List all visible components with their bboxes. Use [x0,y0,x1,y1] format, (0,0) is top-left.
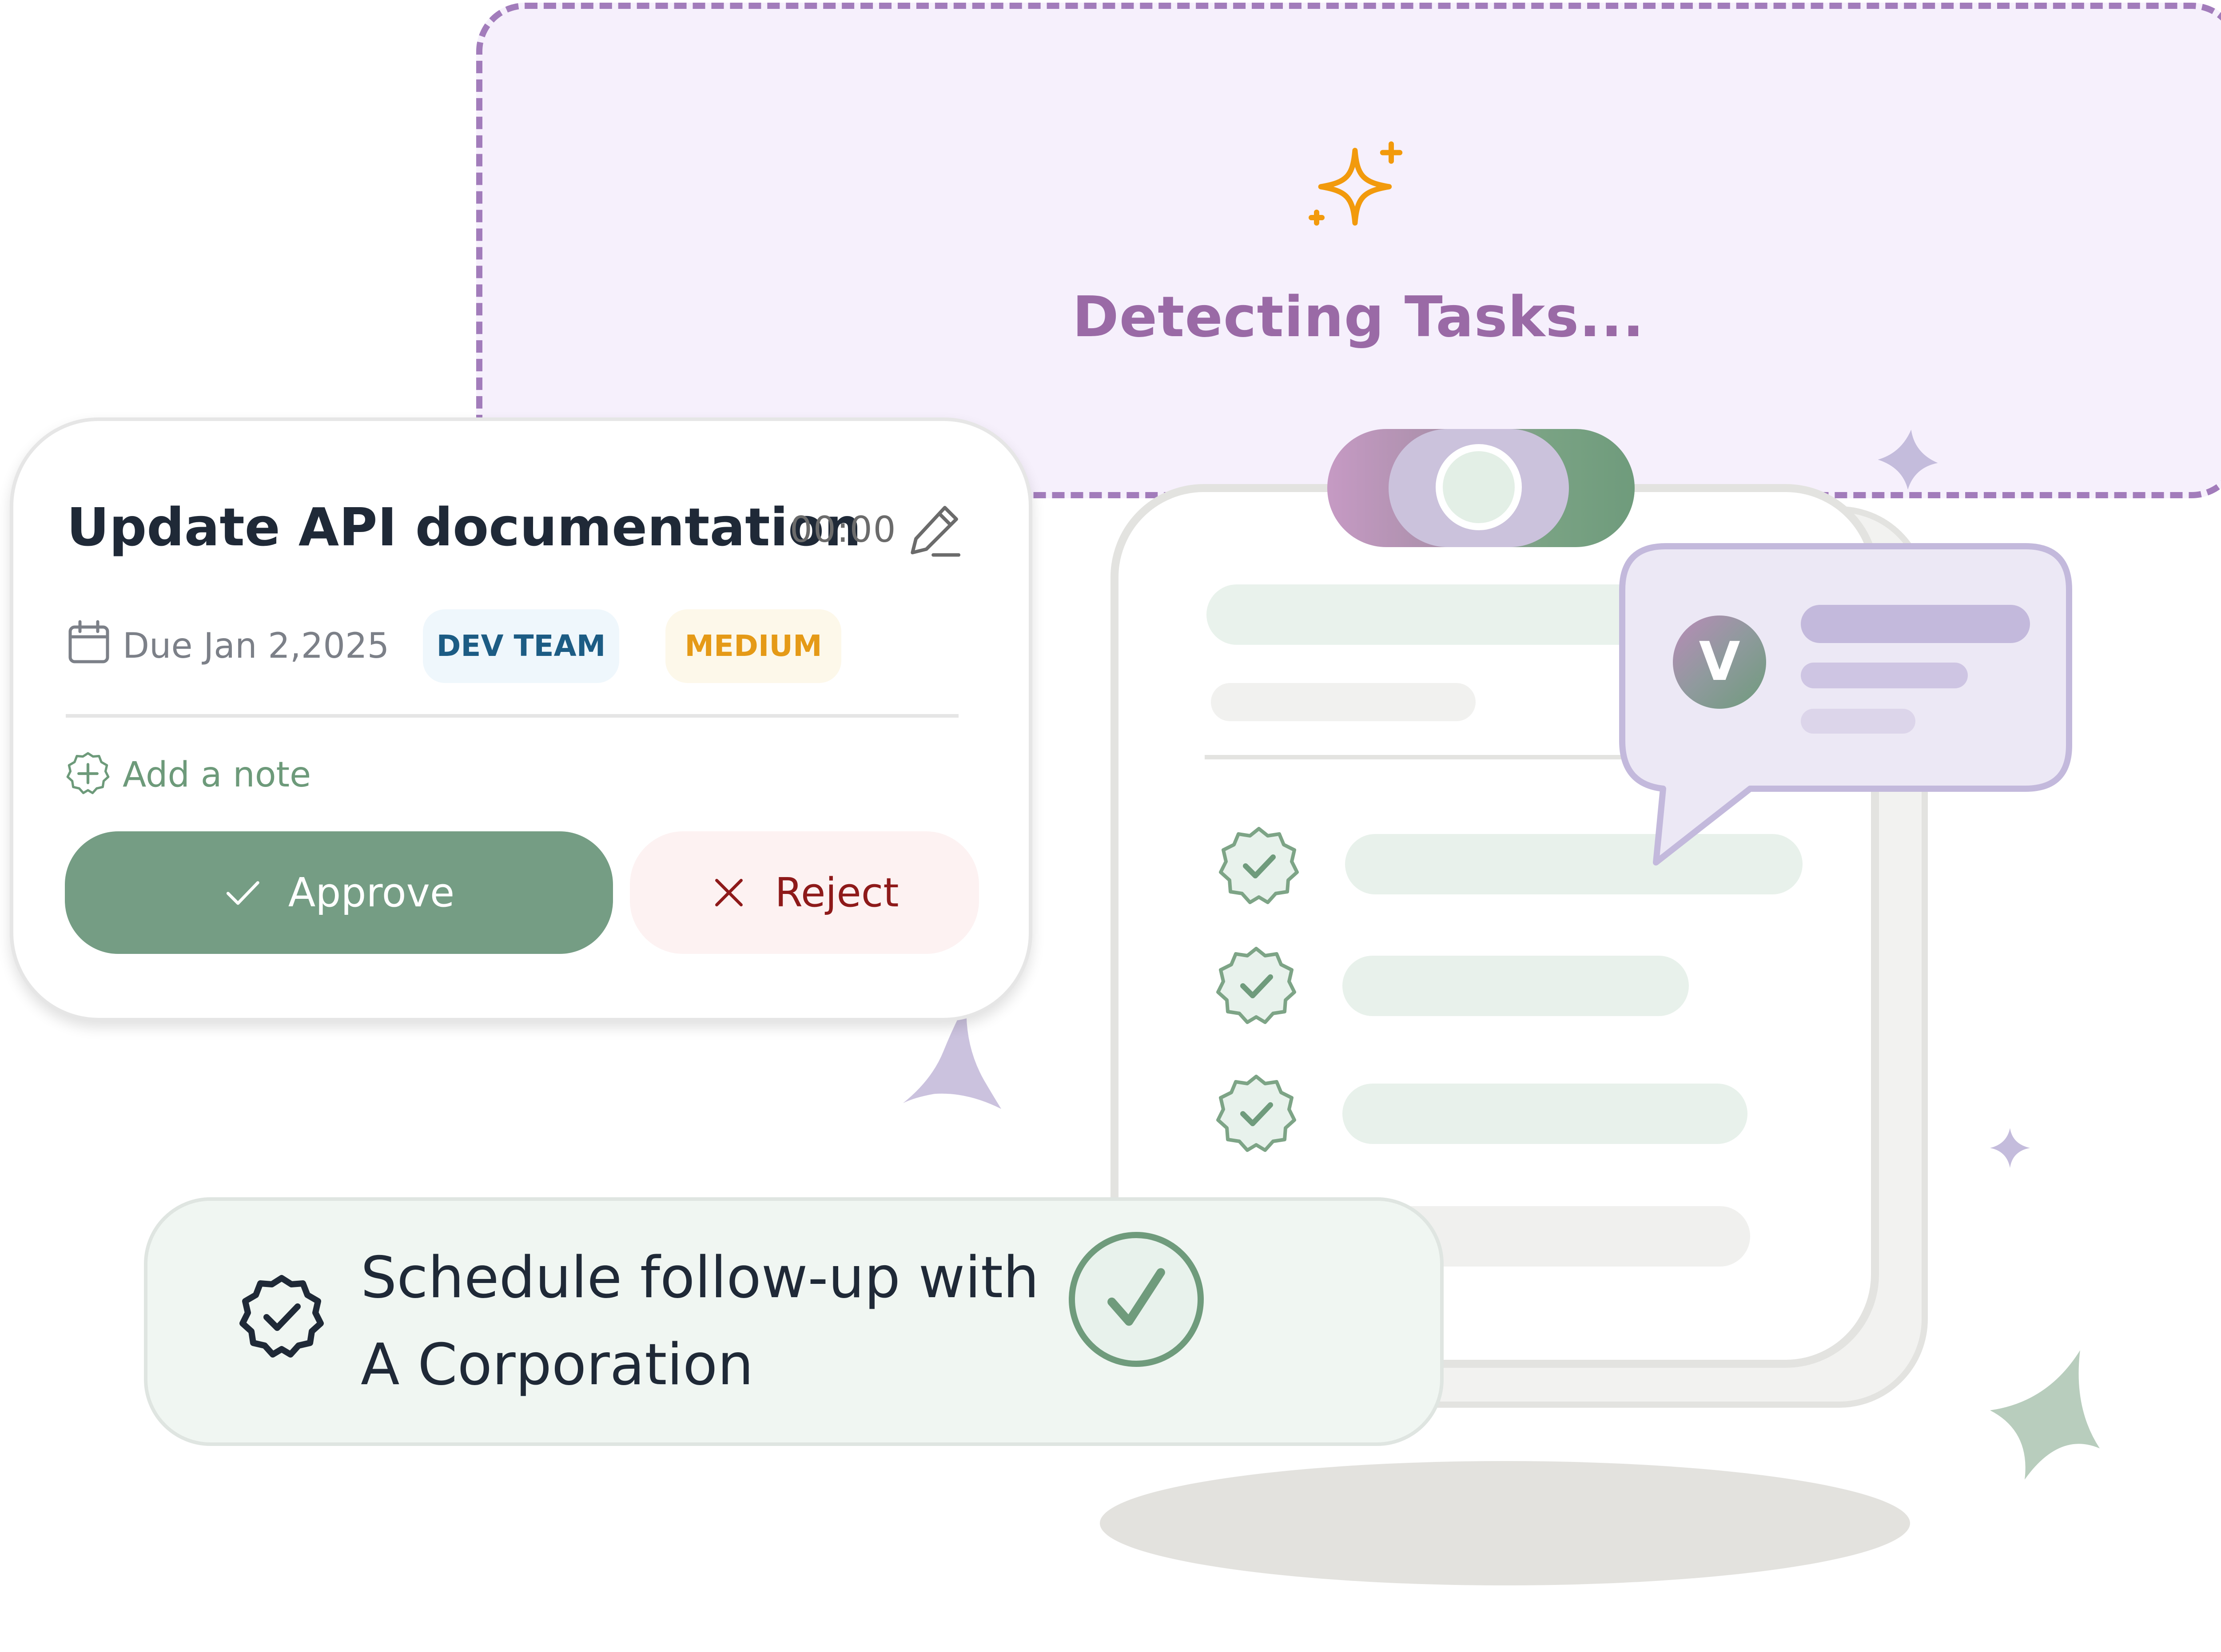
close-icon [715,879,743,906]
confirm-check-button[interactable] [1069,1232,1204,1367]
detecting-title: Detecting Tasks... [1072,284,1644,349]
add-note-link[interactable]: Add a note [123,755,311,795]
verified-badge-icon [1216,1075,1296,1152]
verified-badge-icon [1216,947,1296,1024]
plus-circle-icon[interactable] [65,751,111,797]
timer: 00:00 [790,509,897,550]
task-title: Update API documentation [67,496,862,558]
due-date: Due Jan 2,2025 [123,626,390,666]
placeholder-line [1342,956,1689,1016]
verified-badge-icon [1219,827,1299,904]
reject-button[interactable]: Reject [630,831,979,954]
verified-badge-icon [239,1275,324,1358]
edit-icon[interactable] [904,502,962,560]
placeholder-line [1801,663,1968,688]
suggestion-text: Schedule follow-up with A Corporation [361,1245,1039,1398]
check-icon [1107,1268,1165,1326]
check-icon [226,881,259,905]
clipboard-shadow [1100,1461,1910,1585]
placeholder-line [1342,1084,1747,1144]
chat-bubble [1619,543,2072,866]
sparkle-icon [1309,141,1403,226]
placeholder-line [1345,834,1803,894]
divider [66,714,959,718]
team-tag: DEV TEAM [423,609,619,683]
priority-tag: MEDIUM [665,609,841,683]
star-icon [1990,1350,2100,1480]
approve-label: Approve [288,869,455,916]
suggestion-card[interactable] [144,1197,1444,1446]
placeholder-line [1801,709,1915,734]
divider [1205,755,1667,759]
reject-label: Reject [775,869,899,916]
placeholder-line [1801,605,2030,643]
star-icon [903,1001,1001,1109]
approve-button[interactable]: Approve [65,831,613,954]
star-icon [1878,429,1938,490]
placeholder-line [1206,584,1695,645]
avatar: V [1673,616,1766,709]
star-icon [1990,1128,2030,1168]
clipboard-clip-hole [1436,444,1522,530]
calendar-icon [68,620,109,663]
placeholder-line [1211,683,1476,721]
